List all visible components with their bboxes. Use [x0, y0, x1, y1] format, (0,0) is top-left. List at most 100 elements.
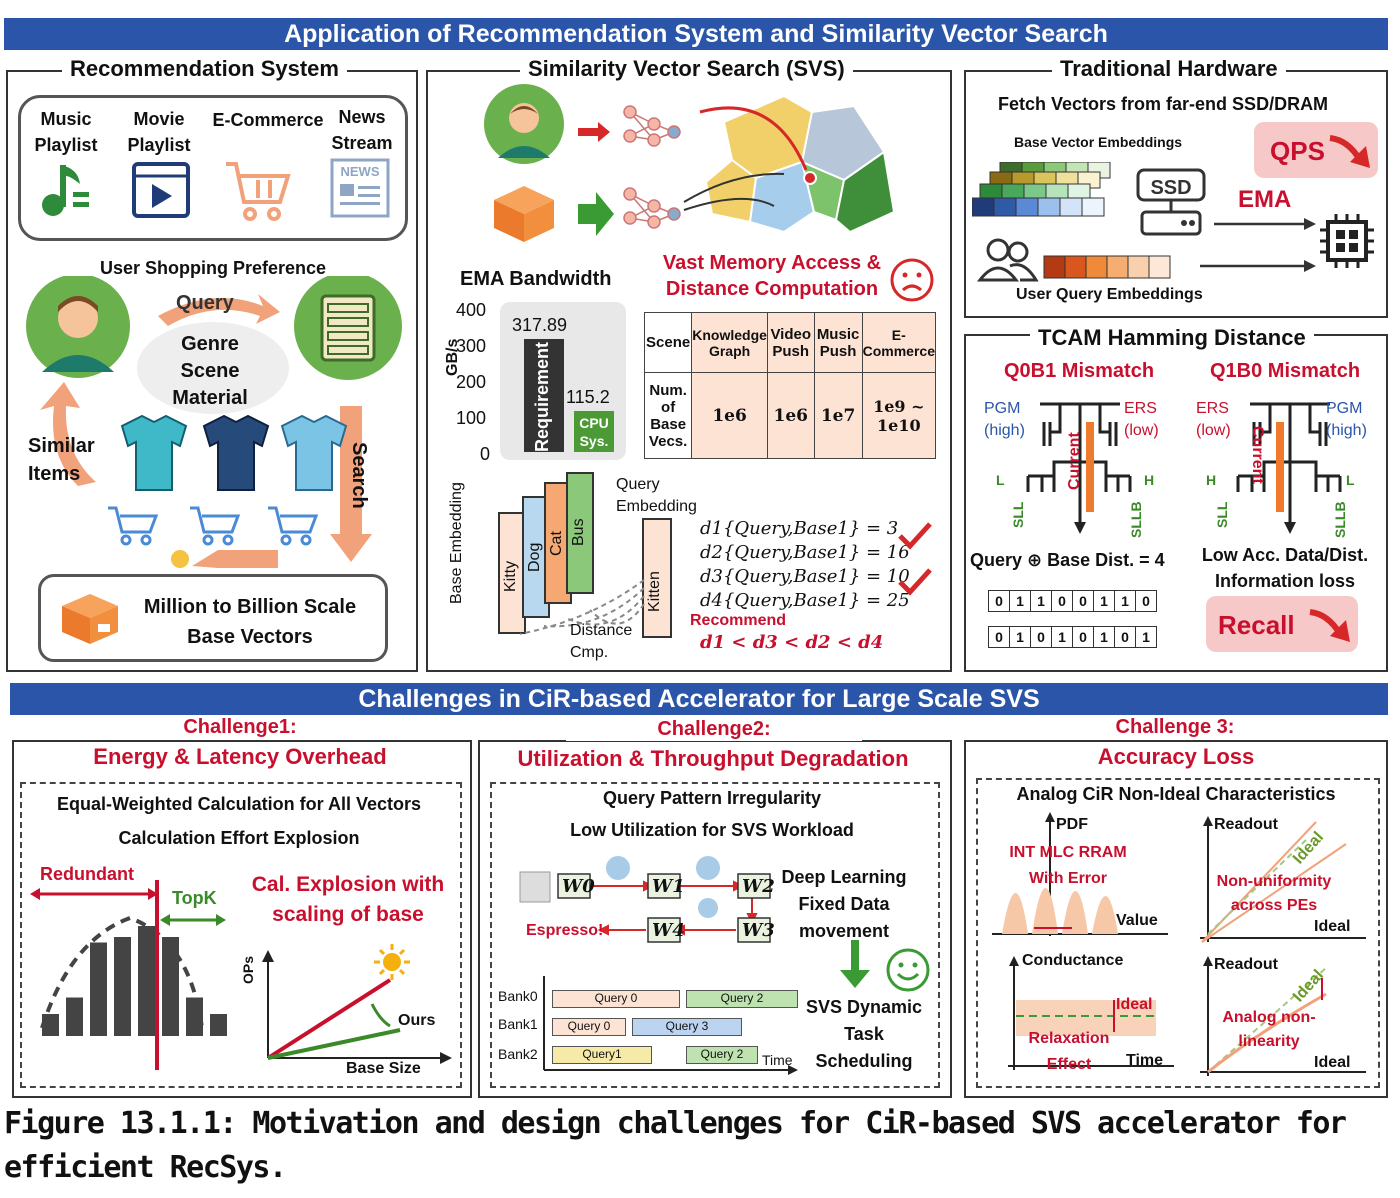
dist-3: d3{Query,Base1} = 10: [700, 566, 910, 587]
table-val-kg: 1e6: [691, 372, 768, 459]
current-label-1: Current: [1066, 432, 1083, 490]
red-arrow: [578, 122, 610, 142]
qps-down-arrow-icon: [1329, 135, 1370, 168]
h-1: H: [1144, 472, 1155, 488]
movie-icon: [132, 162, 190, 218]
vast-text: Vast Memory Access & Distance Computatio…: [662, 252, 882, 300]
qps-label: QPS: [1270, 136, 1325, 166]
user-icon: [484, 84, 564, 164]
base-curve-arrows: [683, 172, 785, 211]
users-icon: [976, 238, 1039, 282]
card-kitten: [642, 518, 672, 638]
hist-bar: [66, 997, 83, 1036]
check-icons: [898, 522, 932, 596]
ch3-panel: [964, 740, 1388, 1098]
apps-box: [18, 95, 408, 241]
ch3-ideal-1: Ideal: [1314, 918, 1351, 935]
ch1-redundant: Redundant: [40, 864, 134, 884]
ema-bar-requirement: [524, 339, 564, 452]
hist-bar: [42, 1014, 59, 1036]
q-bank2-b: Query 2: [686, 1046, 758, 1064]
rec-title: Recommendation System: [62, 56, 347, 82]
search-label: Search: [348, 442, 370, 509]
music-icon: [42, 165, 89, 216]
ch3-value: Value: [1116, 912, 1158, 929]
ers-2: ERS(low): [1196, 398, 1231, 442]
app-movie: Movie Playlist: [127, 109, 191, 155]
bank-axes: [543, 976, 798, 1075]
bit-cell: 1: [1051, 626, 1073, 648]
similar-label: Similar Items: [28, 435, 95, 485]
ch2-panel: [478, 740, 952, 1098]
bit-cell: 0: [1072, 590, 1094, 612]
pgm-2-state: (high): [1326, 422, 1367, 439]
table-val-video: 1e6: [766, 372, 815, 459]
table-header-ecom: E-Commerce: [861, 312, 937, 373]
lightbulb-icon: [171, 550, 278, 568]
query-label: Query: [176, 292, 234, 314]
table-header-music: Music Push: [813, 312, 863, 373]
hist-bar: [90, 942, 107, 1036]
ema-ytick-100: 100: [456, 408, 487, 428]
cart-icon: [226, 162, 291, 221]
h-2: H: [1206, 472, 1217, 488]
bit-cell: 0: [1072, 626, 1094, 648]
recall-down-arrow-icon: [1309, 609, 1350, 642]
ch2-title-1: Challenge2:: [566, 718, 862, 741]
ch3-readout-plot-1: [1200, 816, 1366, 943]
q-bank2-a: Query1: [552, 1046, 652, 1064]
app-music: Music Playlist: [34, 109, 98, 155]
hw-title: Traditional Hardware: [1052, 56, 1286, 82]
top-banner: Application of Recommendation System and…: [4, 18, 1388, 50]
ema-ytick-200: 200: [456, 372, 487, 392]
scene-label: Scene: [180, 360, 240, 382]
mismatch-2: Q1B0 Mismatch: [1210, 360, 1361, 382]
ema-bar-label-requirement: Requirement: [532, 341, 552, 452]
svs-top-graphic: [484, 84, 896, 242]
table-val-ecom: 1e9 ~ 1e10: [861, 372, 937, 459]
material-label: Material: [172, 387, 248, 409]
card-cat-label: Cat: [548, 531, 565, 556]
query-dist: Query ⊕ Base Dist. = 4: [970, 550, 1165, 570]
ch1-ops-plot: [262, 944, 452, 1064]
sll-1: SLL: [1010, 501, 1026, 528]
ch2-svs: SVS Dynamic Task Scheduling: [805, 997, 923, 1071]
bit-cell: 1: [1093, 626, 1115, 648]
ch3-anl: Analog non-linearity: [1222, 1009, 1316, 1050]
ch2-title-2: Utilization & Throughput Degradation: [496, 746, 930, 772]
bit-cell: 1: [1009, 626, 1031, 648]
scale-text: Million to Billion Scale Base Vectors: [143, 596, 357, 648]
ch2-lowutil: Low Utilization for SVS Workload: [570, 820, 854, 840]
ch3-readout-2: Readout: [1214, 956, 1278, 973]
w0: W0: [562, 876, 595, 897]
ch2-time: Time: [762, 1052, 793, 1068]
bit-cell: 0: [1051, 590, 1073, 612]
ema-label: EMA: [1238, 186, 1292, 213]
hist-bar: [210, 1014, 227, 1036]
bit-cell: 1: [1009, 590, 1031, 612]
q-bank1-a: Query 0: [552, 1018, 626, 1036]
vector-stack: [972, 162, 1111, 217]
base-vec-label: Base Vector Embeddings: [1014, 134, 1183, 150]
order-label: d1 < d3 < d2 < d4: [700, 632, 884, 653]
w2: W2: [742, 876, 775, 897]
w4: W4: [652, 920, 685, 941]
ema-value-cpu: 115.2: [566, 387, 610, 408]
ers-2-label: ERS: [1196, 400, 1229, 417]
query-emb-label: Query Embedding: [616, 476, 697, 515]
svg-text:NEWS: NEWS: [341, 164, 380, 179]
ch3-time: Time: [1126, 1052, 1164, 1069]
ema-ytick-400: 400: [456, 300, 487, 320]
dist-2: d2{Query,Base1} = 16: [700, 542, 910, 563]
distance-arrows: [519, 579, 645, 635]
ch1-panel: [12, 740, 472, 1098]
app-news: News Stream: [331, 107, 393, 153]
ers-1: ERS(low): [1124, 398, 1159, 442]
bottom-banner: Challenges in CiR-based Accelerator for …: [10, 683, 1388, 715]
pref-title: User Shopping Preference: [100, 258, 327, 278]
sllb-2: SLLB: [1332, 501, 1348, 538]
hist-bar: [162, 937, 179, 1036]
hw-arrows: [1200, 218, 1316, 272]
hist-bar: [186, 997, 203, 1036]
card-bus: [566, 472, 594, 594]
